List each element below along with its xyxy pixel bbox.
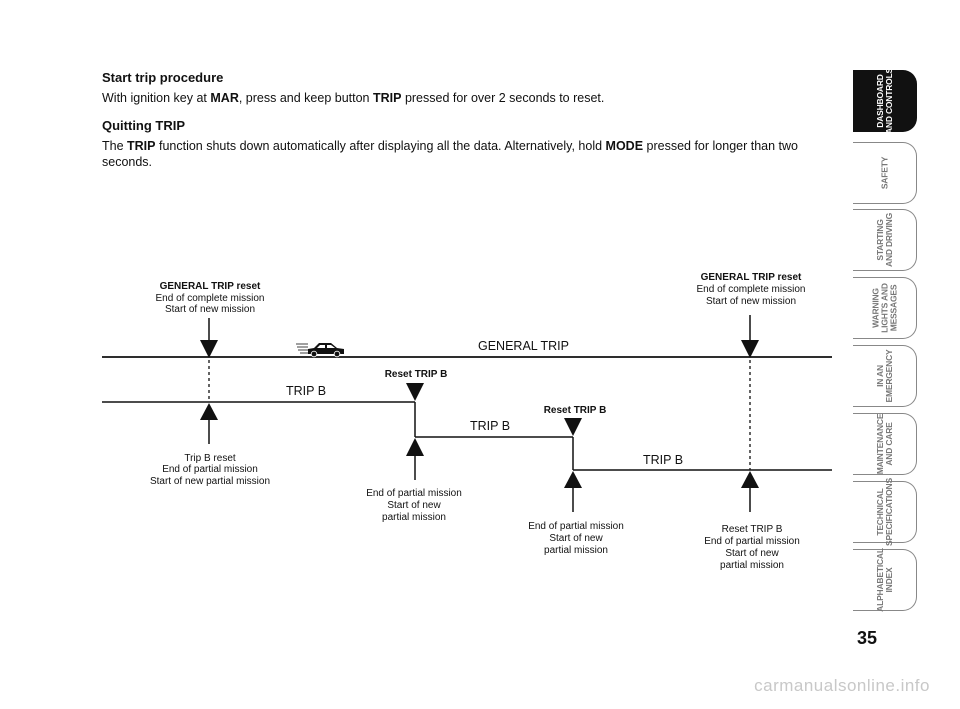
svg-text:partial mission: partial mission	[544, 545, 608, 556]
svg-text:Start of new: Start of new	[725, 548, 779, 559]
arrow-up-icon	[564, 471, 582, 512]
section-paragraph-quitting-trip: The TRIP function shuts down automatical…	[102, 139, 798, 169]
tab-technical-specifications[interactable]: TECHNICAL SPECIFICATIONS	[853, 478, 917, 546]
reset-tripb-label-1: Reset TRIP B	[385, 369, 448, 380]
arrow-down-icon	[406, 383, 424, 401]
tab-maintenance-and-care[interactable]: MAINTENANCE AND CARE	[853, 413, 917, 475]
tab-alphabetical-index[interactable]: ALPHABETICAL INDEX	[853, 548, 917, 612]
tripb-label-2: TRIP B	[470, 419, 510, 433]
tab-safety[interactable]: SAFETY	[853, 142, 917, 204]
body-text: Start trip procedure With ignition key a…	[102, 70, 830, 182]
tab-warning-lights[interactable]: WARNING LIGHTS AND MESSAGES	[853, 277, 917, 339]
svg-text:partial mission: partial mission	[720, 560, 784, 571]
svg-text:End of partial mission: End of partial mission	[162, 464, 258, 475]
car-icon	[296, 343, 344, 358]
tab-in-an-emergency[interactable]: IN AN EMERGENCY	[853, 345, 917, 407]
svg-text:End of partial mission: End of partial mission	[704, 536, 800, 547]
svg-text:GENERAL TRIP reset: GENERAL TRIP reset	[701, 272, 802, 283]
arrow-down-icon	[200, 318, 218, 358]
svg-text:Start of new: Start of new	[549, 533, 603, 544]
bottom-label-3: End of partial mission Start of new part…	[528, 521, 624, 556]
svg-text:Trip B reset: Trip B reset	[184, 453, 236, 464]
bottom-label-4: Reset TRIP B End of partial mission Star…	[704, 524, 800, 571]
section-title-quitting-trip: Quitting TRIP	[102, 118, 186, 133]
arrow-up-icon	[406, 438, 424, 480]
bottom-label-2: End of partial mission Start of new part…	[366, 488, 462, 523]
svg-text:Start of new: Start of new	[387, 500, 441, 511]
page-number: 35	[856, 628, 878, 648]
tab-starting-and-driving[interactable]: STARTING AND DRIVING	[853, 209, 917, 271]
section-title-start-trip: Start trip procedure	[102, 70, 224, 85]
svg-text:End of partial mission: End of partial mission	[528, 521, 624, 532]
section-paragraph-start-trip: With ignition key at MAR, press and keep…	[102, 91, 605, 105]
svg-text:GENERAL TRIP reset: GENERAL TRIP reset	[160, 281, 261, 292]
arrow-up-icon	[741, 471, 759, 512]
general-trip-reset-label-left: GENERAL TRIP reset End of complete missi…	[156, 281, 265, 315]
svg-text:End of complete mission: End of complete mission	[697, 284, 806, 295]
reset-tripb-label-2: Reset TRIP B	[544, 405, 607, 416]
svg-text:End of partial mission: End of partial mission	[366, 488, 462, 499]
svg-text:Start of new mission: Start of new mission	[706, 296, 796, 307]
svg-text:Reset TRIP B: Reset TRIP B	[722, 524, 783, 535]
svg-text:End of complete mission: End of complete mission	[156, 293, 265, 304]
general-trip-reset-label-right: GENERAL TRIP reset End of complete missi…	[697, 272, 806, 307]
arrow-up-icon	[200, 403, 218, 444]
svg-text:partial mission: partial mission	[382, 512, 446, 523]
general-trip-label: GENERAL TRIP	[478, 339, 569, 353]
tab-dashboard-and-controls[interactable]: DASHBOARD AND CONTROLS	[853, 68, 917, 134]
tripb-label-3: TRIP B	[643, 453, 683, 467]
svg-text:Start of new mission: Start of new mission	[165, 304, 255, 315]
tripb-label-1: TRIP B	[286, 384, 326, 398]
bottom-label-1: Trip B reset End of partial mission Star…	[150, 453, 270, 487]
watermark: carmanualsonline.info	[754, 676, 930, 695]
arrow-down-icon	[564, 418, 582, 436]
arrow-down-icon	[741, 315, 759, 358]
svg-text:Start of new partial mission: Start of new partial mission	[150, 476, 270, 487]
